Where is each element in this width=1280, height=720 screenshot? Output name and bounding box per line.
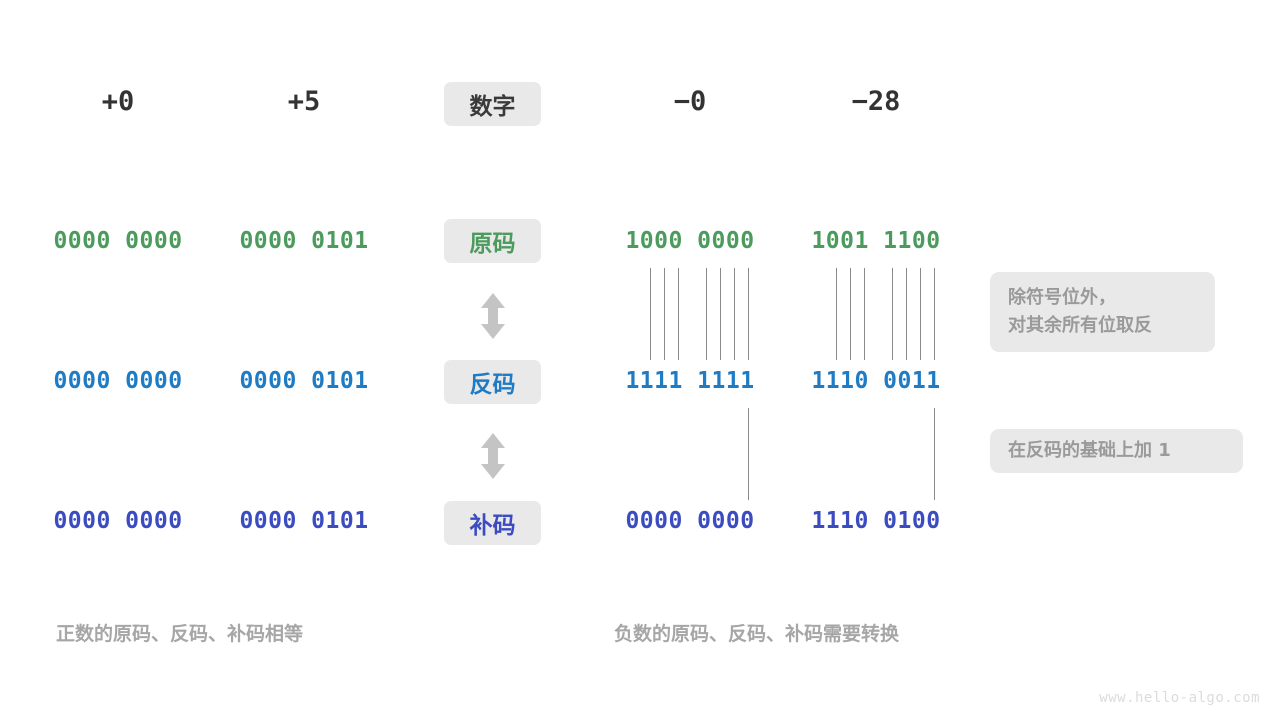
bit-connector-line <box>864 268 865 360</box>
title-chip-number: 数字 <box>444 82 541 126</box>
row-label-twos-complement: 补码 <box>444 501 541 545</box>
value-twos-complement-plus0: 0000 0000 <box>53 508 183 534</box>
value-true-form-plus5: 0000 0101 <box>239 228 369 254</box>
caption-positive: 正数的原码、反码、补码相等 <box>56 623 304 645</box>
carry-connector-line <box>748 408 749 500</box>
column-header-plus0: +0 <box>101 86 135 117</box>
caption-negative: 负数的原码、反码、补码需要转换 <box>614 623 900 645</box>
bit-connector-line <box>664 268 665 360</box>
note-add-one: 在反码的基础上加 1 <box>990 429 1243 473</box>
bit-connector-line <box>850 268 851 360</box>
value-twos-complement-minus28: 1110 0100 <box>811 508 941 534</box>
carry-connector-line <box>934 408 935 500</box>
row-label-true-form: 原码 <box>444 219 541 263</box>
value-ones-complement-plus0: 0000 0000 <box>53 368 183 394</box>
value-true-form-minus28: 1001 1100 <box>811 228 941 254</box>
value-twos-complement-minus0: 0000 0000 <box>625 508 755 534</box>
column-header-minus0: −0 <box>673 86 707 117</box>
bit-connector-line <box>920 268 921 360</box>
bit-connector-line <box>650 268 651 360</box>
bidirectional-arrow-icon-lower <box>478 432 508 484</box>
value-twos-complement-plus5: 0000 0101 <box>239 508 369 534</box>
row-label-ones-complement: 反码 <box>444 360 541 404</box>
bit-connector-line <box>906 268 907 360</box>
bit-connector-line <box>678 268 679 360</box>
note-invert-bits-line-2: 对其余所有位取反 <box>1008 315 1152 336</box>
note-add-one-line-1: 在反码的基础上加 1 <box>1008 440 1171 462</box>
bit-connector-line <box>836 268 837 360</box>
bit-connector-line <box>720 268 721 360</box>
value-ones-complement-minus28: 1110 0011 <box>811 368 941 394</box>
bidirectional-arrow-icon-upper <box>478 292 508 344</box>
value-true-form-plus0: 0000 0000 <box>53 228 183 254</box>
value-ones-complement-plus5: 0000 0101 <box>239 368 369 394</box>
column-header-plus5: +5 <box>287 86 321 117</box>
bit-connector-line <box>934 268 935 360</box>
column-header-minus28: −28 <box>851 86 901 117</box>
value-true-form-minus0: 1000 0000 <box>625 228 755 254</box>
note-invert-bits: 除符号位外， 对其余所有位取反 <box>990 272 1215 352</box>
bit-connector-line <box>748 268 749 360</box>
bit-connector-line <box>734 268 735 360</box>
bit-connector-line <box>892 268 893 360</box>
watermark: www.hello-algo.com <box>1099 690 1260 706</box>
value-ones-complement-minus0: 1111 1111 <box>625 368 755 394</box>
bit-connector-line <box>706 268 707 360</box>
note-invert-bits-line-1: 除符号位外， <box>1008 287 1116 309</box>
